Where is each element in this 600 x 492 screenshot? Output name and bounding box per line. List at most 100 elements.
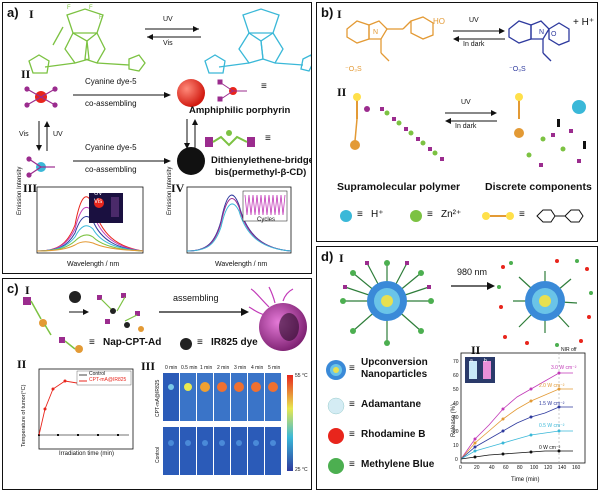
ucnp-loaded-particle [340,260,434,346]
equivalence-symbol: ≡ [197,337,203,348]
dithienylethene-bridged-cd-icon [205,130,255,147]
series-label: 0.5 W cm⁻² [539,423,565,429]
dithienylethene-open-structure [28,8,146,74]
assembled-nanoparticle [248,286,307,351]
uv-dark-equilibrium-arrows [453,28,505,42]
roman-numeral: IV [171,181,185,195]
nap-cpt-ad-molecule [23,297,52,336]
y-tick: 30 [453,415,459,421]
coassembly-arrow [73,158,171,164]
discrete-components-cluster [514,93,586,167]
scale-min-label: 25 °C [295,467,308,473]
porphyrin-assembly-closed-icon [26,156,55,178]
time-label: 3 min [234,365,247,371]
coassembly-arrow [73,92,171,98]
x-tick: 100 [530,465,539,471]
uv-label: UV [163,16,173,23]
sulfonate-label: ⁻O₃S [509,66,526,73]
roman-numeral: II [21,67,31,81]
methylene-blue-legend-icon [328,458,344,474]
in-dark-label: In dark [455,123,477,130]
legend-cpt-label: CPT-mA@IR825 [89,377,127,383]
row-label-cpt: CPT-mA@IR825 [155,379,161,417]
release-profile-chart [460,352,586,464]
series-label: 0 W cm⁻² [539,445,561,451]
scale-max-label: 55 °C [295,373,308,379]
equivalence-symbol: ≡ [265,133,271,144]
y-tick: 50 [453,387,459,393]
inset-vis-label: Vis [94,199,103,205]
dithienylethene-closed-structure [204,8,311,74]
y-tick: 70 [453,359,459,365]
mixing-arrow [69,309,89,315]
equivalence-symbol: ≡ [349,459,355,470]
methylene-blue-label: Methylene Blue [361,459,435,470]
vertical-arrows-right [184,119,198,149]
time-label: 0 min [165,365,178,371]
equivalence-symbol: ≡ [349,399,355,410]
irradiation-arrow [451,282,495,290]
spiropyran-open-structure [346,16,434,62]
panel-letter: c) [7,281,19,296]
wavelength-label: 980 nm [457,267,488,277]
vial-label-a: a [470,358,473,364]
x-tick: 120 [544,465,553,471]
coassembling-label: co-assembling [85,99,137,108]
time-label: 5 min [268,365,281,371]
upconversion-label-line2: Nanoparticles [361,369,428,380]
spiropyran-closed-structure [508,20,570,62]
y-tick: 40 [453,401,459,407]
coassembling-label: co-assembling [85,165,137,174]
roman-numeral: II [471,343,481,357]
tumor-temperature-chart [38,368,134,450]
time-label: 4 min [251,365,264,371]
roman-numeral: II [337,85,347,99]
panel-a: a) I F F F UV Vis [2,2,312,274]
prodrug-legend-icon [59,337,83,353]
rhodamine-legend-icon [328,428,344,444]
uv-label: UV [53,131,63,138]
y-axis-label: Temperature of tumor(°C) [21,384,27,447]
dithienylethene-label-line1: Dithienylethene-bridged [211,155,312,166]
y-tick: 10 [453,443,459,449]
panel-letter: a) [7,5,19,20]
porphyrin-assembly-icon [24,86,58,108]
mixed-components-cluster [97,293,144,332]
series-label: 3.0 W cm⁻² [551,365,577,371]
series-label: 1.5 W cm⁻² [539,401,565,407]
panel-d: d) I 980 nm ≡ Upconversion Nanoparticles… [316,246,598,490]
ir825-dye-particle [69,291,81,303]
time-label: 0.5 min [181,365,198,371]
equivalence-symbol: ≡ [427,209,433,220]
roman-numeral: II [17,357,27,371]
adamantane-legend-icon [327,397,345,415]
y-axis-label: Emission Intensity [17,166,23,215]
ucnp-releasing-particle [497,259,593,347]
y-tick: 60 [453,373,459,379]
x-axis-label: Time (min) [511,477,540,483]
x-tick: 0 [459,465,462,471]
series-label: 2.0 W cm⁻² [539,383,565,389]
red-nanoparticle [177,79,205,107]
adamantane-label: Adamantane [361,399,422,410]
time-label: 1 min [200,365,213,371]
roman-numeral: I [25,283,30,297]
uv-label: UV [461,99,471,106]
uv-label: UV [469,17,479,24]
panel-letter: d) [321,249,334,264]
x-tick: 40 [489,465,495,471]
black-nanoparticle [177,147,205,175]
rhodamine-label: Rhodamine B [361,429,426,440]
proton-legend-label: H⁺ [371,209,384,220]
upconversion-label-line1: Upconversion [361,357,428,368]
bipyridine-structure-icon [536,209,584,223]
fluorine-label: F [89,5,93,11]
y-tick: 20 [453,429,459,435]
x-axis-label: Wavelength / nm [215,261,268,268]
inset-cycles-label: Cycles [257,217,276,223]
time-label: 2 min [217,365,230,371]
cyanine-dye-label: Cyanine dye-5 [85,77,137,86]
supramolecular-polymer-label: Supramolecular polymer [337,181,461,193]
roman-numeral: III [141,359,156,373]
nap-cpt-ad-label: Nap-CPT-Ad [103,337,162,348]
